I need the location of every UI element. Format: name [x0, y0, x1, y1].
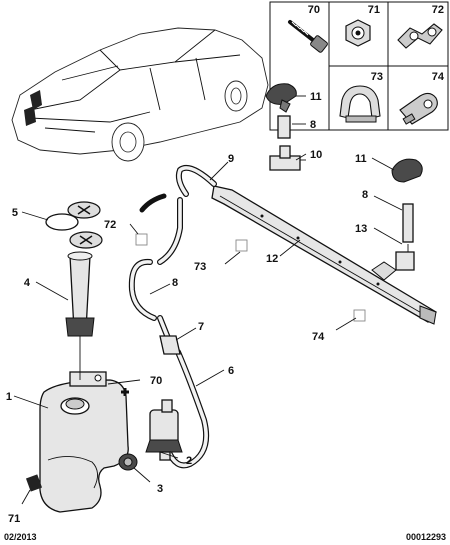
callout-73-grid: 73 — [371, 71, 383, 83]
nozzle-assembly-center — [265, 83, 306, 171]
car-illustration — [11, 27, 269, 162]
callout-72: 72 — [104, 219, 116, 231]
callout-5: 5 — [12, 207, 18, 219]
washer-rail-12 — [211, 185, 437, 325]
callout-11-center: 11 — [310, 91, 322, 103]
ref-box-73 — [235, 239, 248, 252]
filler-neck-4 — [65, 251, 95, 380]
callout-2: 2 — [186, 455, 192, 467]
callout-8-center: 8 — [310, 119, 316, 131]
callout-6: 6 — [228, 365, 234, 377]
footer-date: 02/2013 — [4, 532, 37, 542]
callout-8-hose: 8 — [172, 277, 178, 289]
callout-71: 71 — [8, 513, 20, 525]
callout-74: 74 — [312, 331, 325, 343]
small-parts-grid: 70 71 72 73 74 — [269, 1, 449, 131]
callout-72-grid: 72 — [432, 4, 444, 16]
washer-pump-2 — [145, 399, 183, 461]
callout-8-right: 8 — [362, 189, 368, 201]
callout-11-right: 11 — [355, 153, 367, 165]
ref-cross-70 — [121, 388, 129, 396]
bracket-74-icon — [399, 92, 438, 125]
callout-74-grid: 74 — [432, 71, 445, 83]
callout-7: 7 — [198, 321, 204, 333]
callout-12: 12 — [266, 253, 278, 265]
washer-reservoir-1 — [25, 371, 129, 513]
callout-9: 9 — [228, 153, 234, 165]
ref-box-72 — [135, 233, 148, 246]
grommet-3 — [118, 453, 138, 471]
callout-13: 13 — [355, 223, 367, 235]
callout-1: 1 — [6, 391, 12, 403]
ref-box-74 — [353, 309, 366, 322]
screw-70-icon — [288, 20, 328, 53]
hoses — [128, 164, 217, 469]
callout-70-grid: 70 — [308, 4, 320, 16]
callout-71-grid: 71 — [368, 4, 380, 16]
nut-71-icon — [345, 19, 371, 47]
callout-70: 70 — [150, 375, 162, 387]
callout-4: 4 — [24, 277, 31, 289]
footer-reference: 00012293 — [406, 532, 446, 542]
callout-73: 73 — [194, 261, 206, 273]
connector-7 — [159, 335, 181, 355]
filler-cap-5 — [45, 201, 103, 249]
clip-72-icon — [397, 23, 443, 49]
callout-3: 3 — [157, 483, 163, 495]
clip-73-icon — [339, 85, 381, 123]
nozzle-assembly-right — [391, 158, 423, 271]
leader-lines — [13, 95, 403, 505]
callout-10: 10 — [310, 149, 322, 161]
